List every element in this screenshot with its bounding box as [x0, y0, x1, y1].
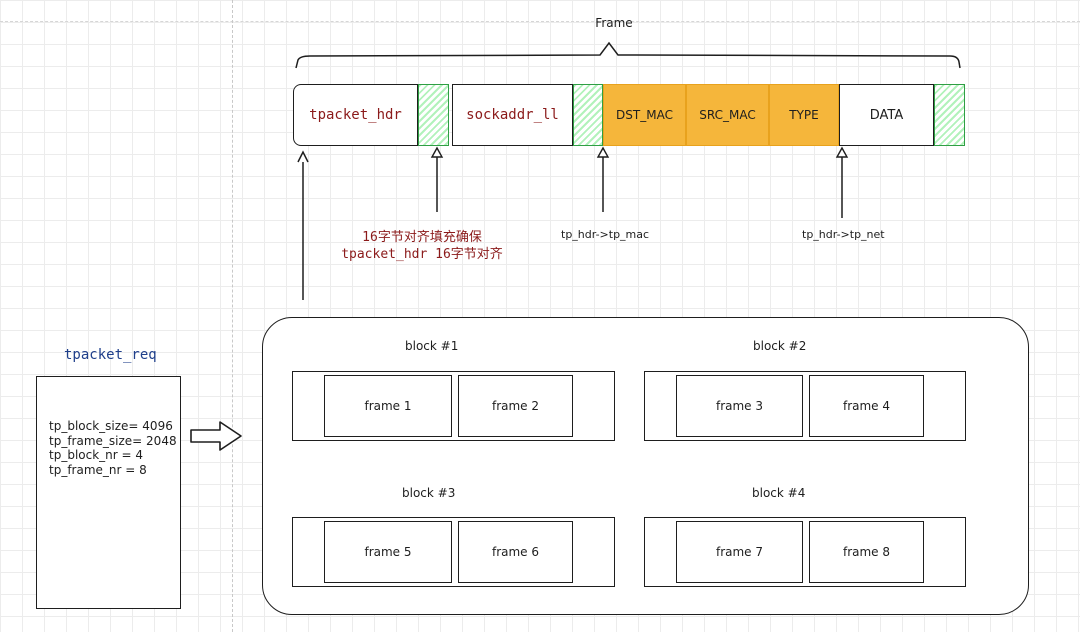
padding-note-line1: 16字节对齐填充确保 [362, 230, 482, 245]
tpacket-req-title: tpacket_req [64, 347, 157, 363]
block-2-label: block #2 [753, 339, 807, 353]
frame-3: frame 3 [676, 375, 803, 437]
tp-mac-label: tp_hdr->tp_mac [561, 228, 650, 241]
guide-line-vertical [232, 0, 233, 632]
segment-type: TYPE [769, 84, 839, 146]
tpacket-req-fields: tp_block_size= 4096 tp_frame_size= 2048 … [49, 419, 177, 477]
req-to-ring-arrow [190, 421, 242, 451]
frame-6: frame 6 [458, 521, 573, 583]
tp-net-arrowhead [835, 146, 849, 158]
segment-dst-mac: DST_MAC [603, 84, 686, 146]
req-field-block-nr: tp_block_nr = 4 [49, 448, 144, 462]
segment-tpacket-hdr: tpacket_hdr [293, 84, 418, 146]
tpacket-req-box [36, 376, 181, 609]
tp-net-label: tp_hdr->tp_net [802, 228, 885, 241]
frame-1: frame 1 [324, 375, 452, 437]
frame-8: frame 8 [809, 521, 924, 583]
segment-src-mac: SRC_MAC [686, 84, 769, 146]
segment-padding-1 [418, 84, 449, 146]
block-4-label: block #4 [752, 486, 806, 500]
block-1-label: block #1 [405, 339, 459, 353]
segment-sockaddr-ll: sockaddr_ll [452, 84, 573, 146]
req-field-block-size: tp_block_size= 4096 [49, 419, 173, 433]
frame-7: frame 7 [676, 521, 803, 583]
req-field-frame-size: tp_frame_size= 2048 [49, 433, 177, 448]
frame-title: Frame [595, 16, 633, 30]
ring-to-hdr-arrowhead [297, 150, 309, 163]
padding-note: 16字节对齐填充确保 tpacket_hdr 16字节对齐 [322, 229, 522, 263]
segment-data: DATA [839, 84, 934, 146]
req-field-frame-nr: tp_frame_nr = 8 [49, 462, 147, 477]
guide-line-horizontal [0, 21, 1080, 22]
segment-padding-3 [934, 84, 965, 146]
frame-brace [295, 41, 961, 69]
padding-note-line2: tpacket_hdr 16字节对齐 [341, 247, 503, 262]
frame-2: frame 2 [458, 375, 573, 437]
segment-padding-2 [573, 84, 603, 146]
block-3-label: block #3 [402, 486, 456, 500]
frame-4: frame 4 [809, 375, 924, 437]
frame-5: frame 5 [324, 521, 452, 583]
tp-mac-arrowhead [596, 146, 610, 158]
padding-arrowhead [430, 146, 444, 158]
